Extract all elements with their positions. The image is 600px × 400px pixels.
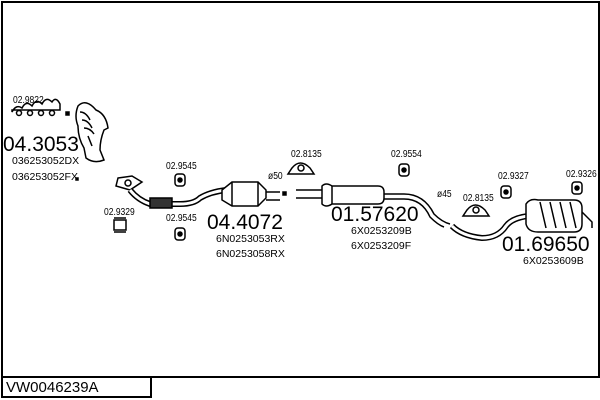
part-number-rear-silencer: 01.69650 xyxy=(502,233,590,256)
oem-number: 6X0253609B xyxy=(523,255,584,267)
part-label-hanger: 02.9554 xyxy=(391,149,422,160)
part-number-middle-silencer: 01.57620 xyxy=(331,203,419,226)
diameter-label: ø45 xyxy=(437,189,452,200)
oem-number: 6N0253053RX xyxy=(216,233,285,245)
part-label-hanger: 02.9545 xyxy=(166,213,197,224)
diagram-code-box: VW0046239A xyxy=(1,377,152,398)
diameter-label: ø50 xyxy=(268,171,283,182)
middle-silencer-icon xyxy=(321,183,385,207)
part-label-clamp: 02.8135 xyxy=(291,149,322,160)
hanger-icon-02-9327 xyxy=(500,185,512,199)
part-number-manifold: 04.3053 xyxy=(3,133,79,156)
hanger-icon-02-9545-top xyxy=(174,173,186,187)
hanger-icon-02-9554 xyxy=(398,163,410,177)
manifold-gasket-icon xyxy=(11,98,61,117)
oem-number: 6X0253209B xyxy=(351,225,412,237)
hanger-icon-02-9326 xyxy=(571,181,583,195)
clamp-icon-02-8135-rear xyxy=(461,204,491,217)
part-label-hanger: 02.9326 xyxy=(566,169,597,180)
clamp-icon-02-8135-front xyxy=(286,162,316,175)
diagram-code: VW0046239A xyxy=(6,379,99,396)
part-number-catalyst: 04.4072 xyxy=(207,211,283,234)
hanger-icon-02-9545-bottom xyxy=(174,227,186,241)
diagram-frame xyxy=(1,1,600,378)
oem-number: 036253052FX xyxy=(12,171,78,183)
rear-silencer-icon xyxy=(525,198,593,233)
part-label-bracket: 02.9329 xyxy=(104,207,135,218)
part-label-clamp: 02.8135 xyxy=(463,193,494,204)
part-label-gasket: 02.9822 xyxy=(13,95,44,106)
part-label-hanger: 02.9545 xyxy=(166,161,197,172)
oem-number: 6N0253058RX xyxy=(216,248,285,260)
oem-number: 6X0253209F xyxy=(351,240,412,252)
part-label-hanger: 02.9327 xyxy=(498,171,529,182)
exhaust-manifold-icon xyxy=(75,102,109,163)
marker-square xyxy=(65,111,70,116)
catalytic-converter-icon xyxy=(221,181,267,207)
oem-number: 036253052DX xyxy=(12,155,80,167)
bracket-icon-02-9329 xyxy=(113,217,127,233)
front-flange-icon xyxy=(115,175,144,191)
